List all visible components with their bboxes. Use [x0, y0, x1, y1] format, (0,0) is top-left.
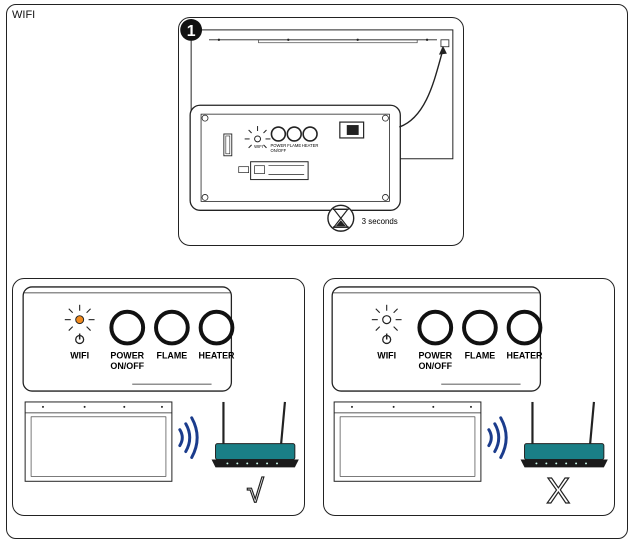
- step1-flame-button: [286, 126, 302, 142]
- wifi-instruction-frame: [6, 4, 628, 539]
- fireplace-unit-failure: [333, 401, 482, 482]
- label-wifi: WIFI: [377, 350, 396, 360]
- wifi-signal-icon: [178, 416, 199, 459]
- step1-heater-button: [302, 126, 318, 142]
- label-power: POWER: [110, 350, 144, 360]
- failure-x-mark: X: [546, 471, 570, 511]
- step1-power-button: [270, 126, 287, 142]
- result-panel-success: WIFI POWER ON/OFF FLAME HEATER √: [12, 278, 305, 516]
- step1-label-onoff: ON/OFF: [271, 148, 287, 153]
- step-number-badge: [180, 18, 203, 41]
- step1-label-wifi: WIFI: [254, 144, 263, 149]
- router-icon: [211, 401, 299, 468]
- flame-button: [462, 309, 498, 346]
- step1-arrow: [399, 49, 444, 128]
- success-illustration: WIFI POWER ON/OFF FLAME HEATER √: [22, 286, 299, 510]
- section-title: WIFI: [12, 9, 36, 21]
- label-flame: FLAME: [157, 350, 188, 360]
- wifi-led-lit-icon: [64, 304, 95, 331]
- failure-illustration: WIFI POWER ON/OFF FLAME HEATER X: [331, 286, 608, 512]
- success-check-mark: √: [246, 473, 264, 509]
- result-panel-failure: WIFI POWER ON/OFF FLAME HEATER X: [323, 278, 615, 516]
- router-icon: [520, 401, 608, 468]
- fireplace-unit-success: [24, 401, 173, 482]
- wifi-led-success: [75, 315, 85, 325]
- wifi-led-failure: [382, 315, 392, 325]
- power-button: [417, 309, 454, 346]
- step1-illustration: WIFI POWER ON/OFF FLAME HEATER 1 3 secon…: [180, 18, 454, 232]
- label-onoff: ON/OFF: [418, 361, 452, 371]
- hold-time-label: 3 seconds: [362, 217, 398, 226]
- step1-label-flame: FLAME: [287, 143, 301, 148]
- step1-label-power: POWER: [271, 143, 287, 148]
- step1-label-heater: HEATER: [302, 143, 319, 148]
- label-wifi: WIFI: [70, 350, 89, 360]
- wifi-led-off-icon: [371, 304, 402, 331]
- wifi-signal-icon: [487, 416, 508, 459]
- label-heater: HEATER: [199, 350, 236, 360]
- label-heater: HEATER: [507, 350, 544, 360]
- step1-wifi-led-icon: [244, 126, 271, 149]
- label-flame: FLAME: [465, 350, 496, 360]
- step1-connector: [250, 161, 309, 181]
- step1-panel: WIFI POWER ON/OFF FLAME HEATER 1 3 secon…: [178, 17, 464, 246]
- flame-button: [154, 309, 190, 346]
- power-button: [109, 309, 146, 346]
- heater-button: [506, 309, 543, 346]
- label-onoff: ON/OFF: [110, 361, 144, 371]
- step-number: 1: [187, 23, 196, 40]
- label-power: POWER: [418, 350, 452, 360]
- heater-button: [198, 309, 235, 346]
